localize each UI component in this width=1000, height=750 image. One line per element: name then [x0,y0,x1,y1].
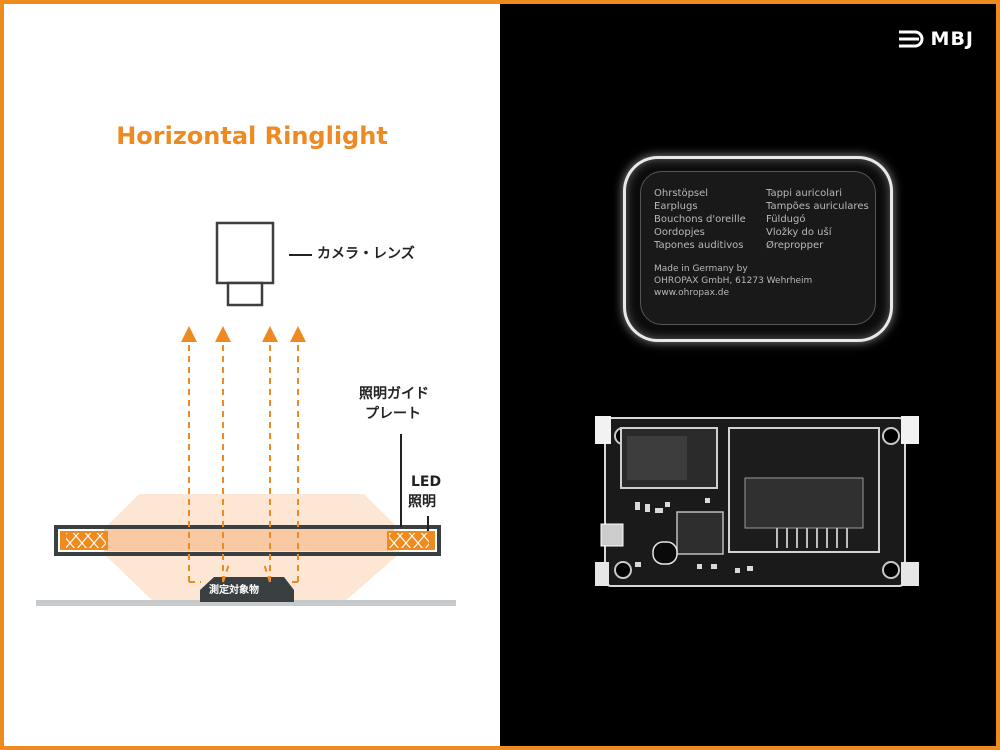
tin-text-line: Vložky do uší [766,227,832,238]
light-band [104,529,394,551]
light-ray-bounce-2 [222,563,230,583]
target-object-shape [200,577,294,602]
large-card-slot-window [744,477,864,529]
light-ray-bounce-3 [263,563,271,583]
tin-text-line: Tappi auricolari [766,188,843,199]
led-label-1: LED [411,474,442,490]
tin-text-line: OHROPAX GmbH, 61273 Wehrheim [654,276,813,286]
pcb-board-image [595,416,919,587]
pcb-corner [901,562,919,586]
smd-components [635,498,753,573]
tin-text-line: Tampões auriculares [766,201,869,212]
led-right-zigzag [389,533,429,548]
camera-lens [226,281,264,307]
pcb-corner [595,416,611,444]
mounting-hole [882,561,900,579]
small-card-slot-inner [627,436,687,480]
usb-connector [600,523,624,547]
tin-text-line: Bouchons d'oreille [654,214,746,225]
light-guide-label-2: プレート [365,406,421,422]
pcb-corner [595,562,609,586]
floor-surface [36,600,456,606]
example-image-panel: MBJ Ohrstöpsel Earplugs Bouchons d'oreil… [500,4,996,746]
diagram-title: Horizontal Ringlight [116,122,388,150]
tin-text-line: Ørepropper [766,240,824,251]
tin-text-col1: Ohrstöpsel Earplugs Bouchons d'oreille O… [654,187,746,252]
light-guide-plate [54,525,441,556]
ringlight-diagram [36,221,456,606]
tin-text-line: Oordopjes [654,227,705,238]
tin-text-line: Füldugó [766,214,806,225]
mbj-logo: MBJ [897,28,974,50]
tin-text-line: www.ohropax.de [654,288,730,298]
target-object-label: 測定対象物 [209,585,259,596]
slot-pins [776,528,848,548]
mbj-logo-icon [898,30,924,48]
tin-text-line: Made in Germany by [654,264,748,274]
camera-body [215,221,275,285]
logo-text: MBJ [930,28,974,50]
controller-chip [676,511,724,555]
camera-lens-label: カメラ・レンズ [317,246,415,262]
light-rays [181,326,306,583]
mounting-hole [614,561,632,579]
tin-text-footer: Made in Germany by OHROPAX GmbH, 61273 W… [654,263,812,299]
diagram-panel: Horizontal Ringlight [4,4,500,746]
pcb-corner [901,416,919,444]
tin-text-line: Earplugs [654,201,698,212]
crystal-oscillator [652,541,678,565]
tin-text-col2: Tappi auricolari Tampões auriculares Fül… [766,187,869,252]
tin-text-line: Ohrstöpsel [654,188,709,199]
earplug-tin-lid: Ohrstöpsel Earplugs Bouchons d'oreille O… [626,159,890,339]
led-label-2: 照明 [408,494,436,510]
tin-text-line: Tapones auditivos [654,240,744,251]
mounting-hole [882,427,900,445]
light-guide-label-1: 照明ガイド [359,386,429,402]
led-left-zigzag [66,533,106,548]
tin-lid-face [640,171,876,325]
